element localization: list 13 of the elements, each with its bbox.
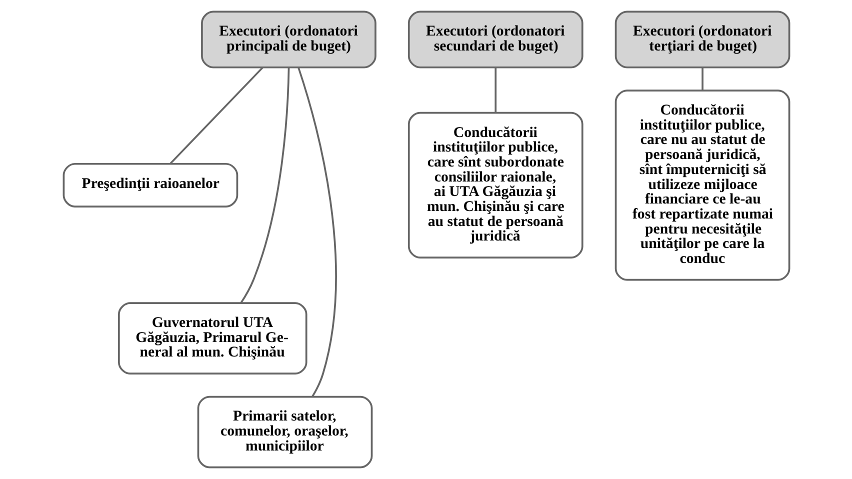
node-box: Conducătorii instituţiilor publice, care nu au statut de persoană juridică, sînt împuterniciţi să utilizeze mijloace financiare ce le-au fost repartizate numai pentru necesităţile unităţilor pe care la conduc xyxy=(614,90,790,281)
connector xyxy=(168,66,263,165)
connector xyxy=(297,67,336,397)
node-box: Executori (ordonatori principali de buget) xyxy=(200,10,376,68)
connector xyxy=(240,67,290,304)
node-box: Guvernatorul UTA Găgăuzia, Primarul Ge- neral al mun. Chişinău xyxy=(118,302,307,374)
node-box: Executori (ordonatori terţiari de buget) xyxy=(614,10,790,68)
node-box: Primarii satelor, comunelor, oraşelor, municipiilor xyxy=(196,396,372,468)
node-box: Executori (ordonatori secundari de buget) xyxy=(407,10,583,68)
connector xyxy=(494,68,496,113)
node-box: Preşedinţii raioanelor xyxy=(62,162,238,208)
connector xyxy=(701,68,703,91)
node-box: Conducătorii instituţiilor publice, care sînt subordonate consiliilor raionale, ai UTA Găgăuzia şi mun. Chişinău şi care au statut de persoană juridică xyxy=(407,112,583,259)
